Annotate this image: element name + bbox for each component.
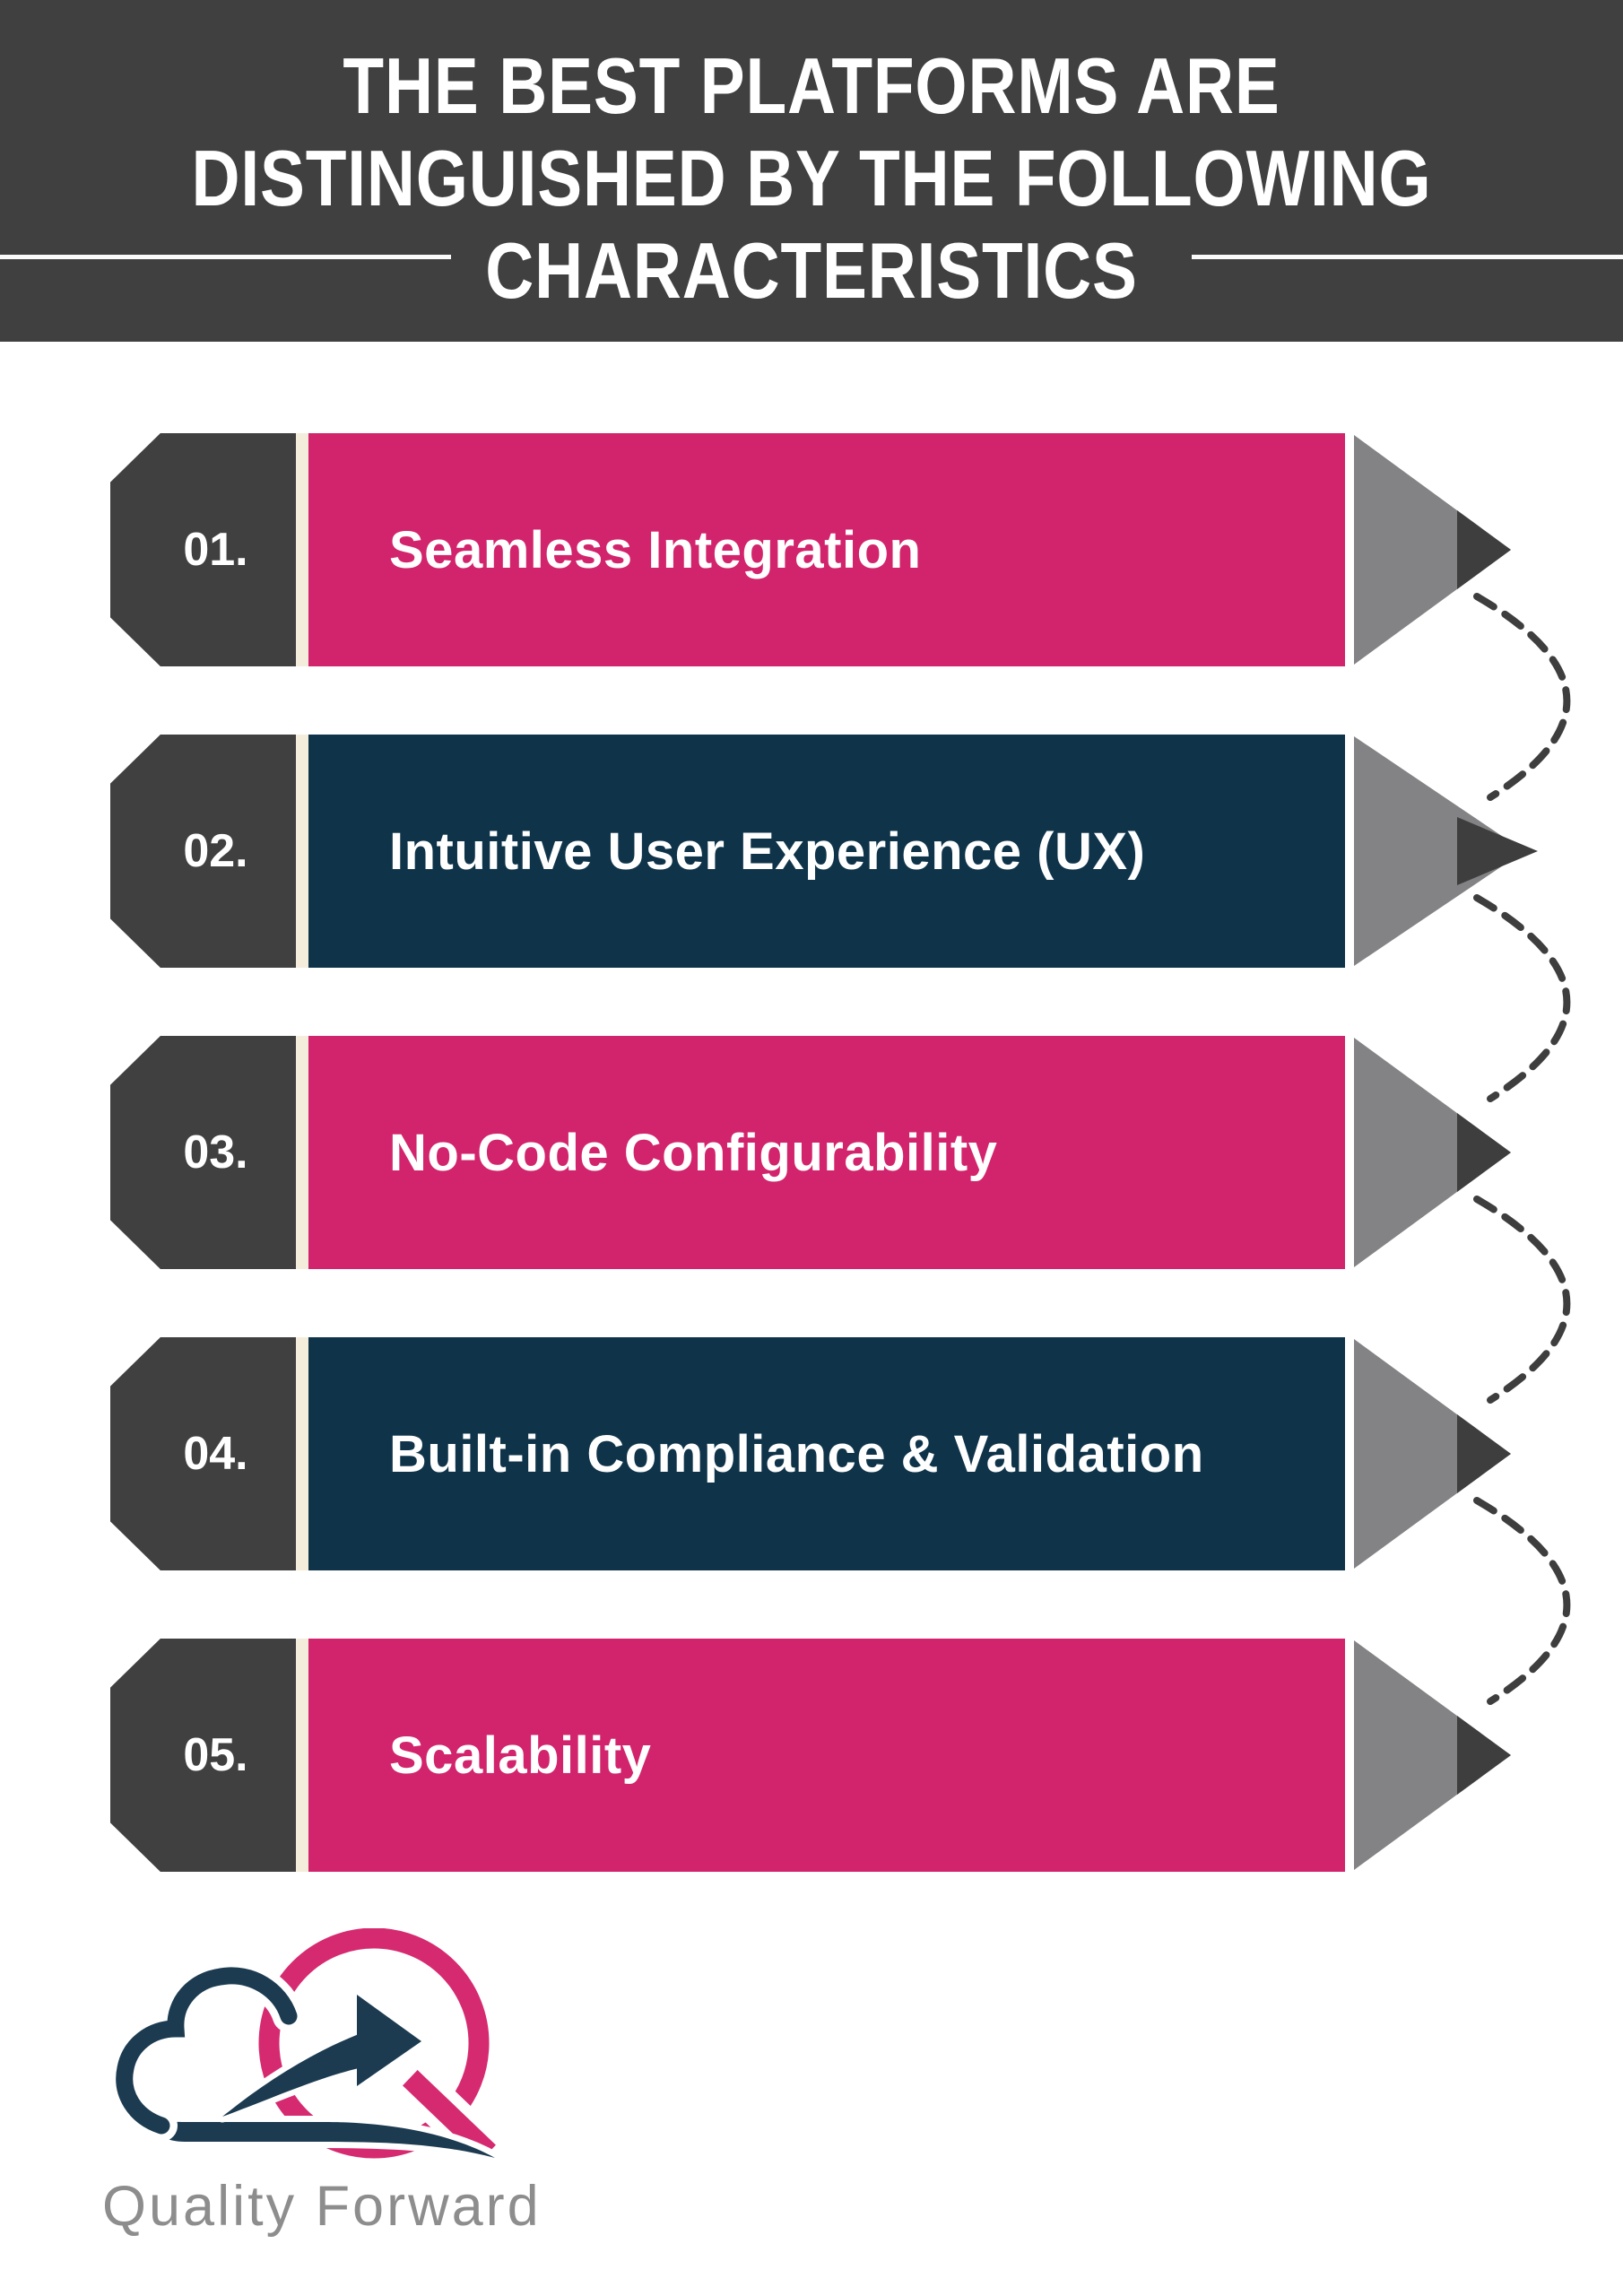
pencil-ferrule-stripe xyxy=(296,1639,308,1872)
number-badge: 02. xyxy=(110,735,296,968)
characteristic-row-3: 03. No-Code Configurability xyxy=(0,1036,1623,1269)
bar-body: Built-in Compliance & Validation xyxy=(308,1337,1345,1570)
number-label: 04. xyxy=(183,1428,248,1480)
quality-forward-logo: Quality Forward xyxy=(99,1928,565,2287)
logo-wordmark: Quality Forward xyxy=(102,2175,542,2238)
pencil-tip-icon xyxy=(1354,1640,1511,1870)
number-badge: 01. xyxy=(110,433,296,666)
bar-label: Intuitive User Experience (UX) xyxy=(389,822,1146,881)
pencil-ferrule-stripe xyxy=(296,1337,308,1570)
pencil-tip-icon xyxy=(1354,1339,1511,1569)
bar-label: No-Code Configurability xyxy=(389,1123,998,1182)
pencil-ferrule-stripe xyxy=(296,433,308,666)
bar-label: Built-in Compliance & Validation xyxy=(389,1424,1204,1483)
header-banner: THE BEST PLATFORMS ARE DISTINGUISHED BY … xyxy=(0,0,1623,342)
characteristic-row-4: 04. Built-in Compliance & Validation xyxy=(0,1337,1623,1570)
number-badge: 04. xyxy=(110,1337,296,1570)
characteristic-row-1: 01. Seamless Integration xyxy=(0,433,1623,666)
number-label: 01. xyxy=(183,524,248,576)
bar-label: Scalability xyxy=(389,1726,652,1785)
pencil-tip-icon xyxy=(1354,736,1538,966)
page-title: THE BEST PLATFORMS ARE DISTINGUISHED BY … xyxy=(122,39,1502,317)
bar-body: No-Code Configurability xyxy=(308,1036,1345,1269)
pencil-ferrule-stripe xyxy=(296,1036,308,1269)
bar-body: Scalability xyxy=(308,1639,1345,1872)
bar-body: Seamless Integration xyxy=(308,433,1345,666)
pencil-tip-icon xyxy=(1354,1038,1511,1267)
page-title-line-1: THE BEST PLATFORMS ARE xyxy=(343,41,1280,130)
cloud-q-arrow-icon xyxy=(108,1928,511,2170)
pencil-ferrule-stripe xyxy=(296,735,308,968)
number-badge: 03. xyxy=(110,1036,296,1269)
number-badge: 05. xyxy=(110,1639,296,1872)
pencil-tip-icon xyxy=(1354,435,1511,665)
bar-body: Intuitive User Experience (UX) xyxy=(308,735,1345,968)
number-label: 03. xyxy=(183,1126,248,1178)
page-title-line-2: DISTINGUISHED BY THE FOLLOWING xyxy=(191,134,1432,222)
characteristic-row-5: 05. Scalability xyxy=(0,1639,1623,1872)
number-label: 02. xyxy=(183,825,248,877)
header-divider-left xyxy=(0,255,451,259)
header-divider-right xyxy=(1192,255,1623,259)
characteristic-row-2: 02. Intuitive User Experience (UX) xyxy=(0,735,1623,968)
number-label: 05. xyxy=(183,1729,248,1781)
page-title-line-3: CHARACTERISTICS xyxy=(485,226,1138,315)
bar-label: Seamless Integration xyxy=(389,520,922,579)
